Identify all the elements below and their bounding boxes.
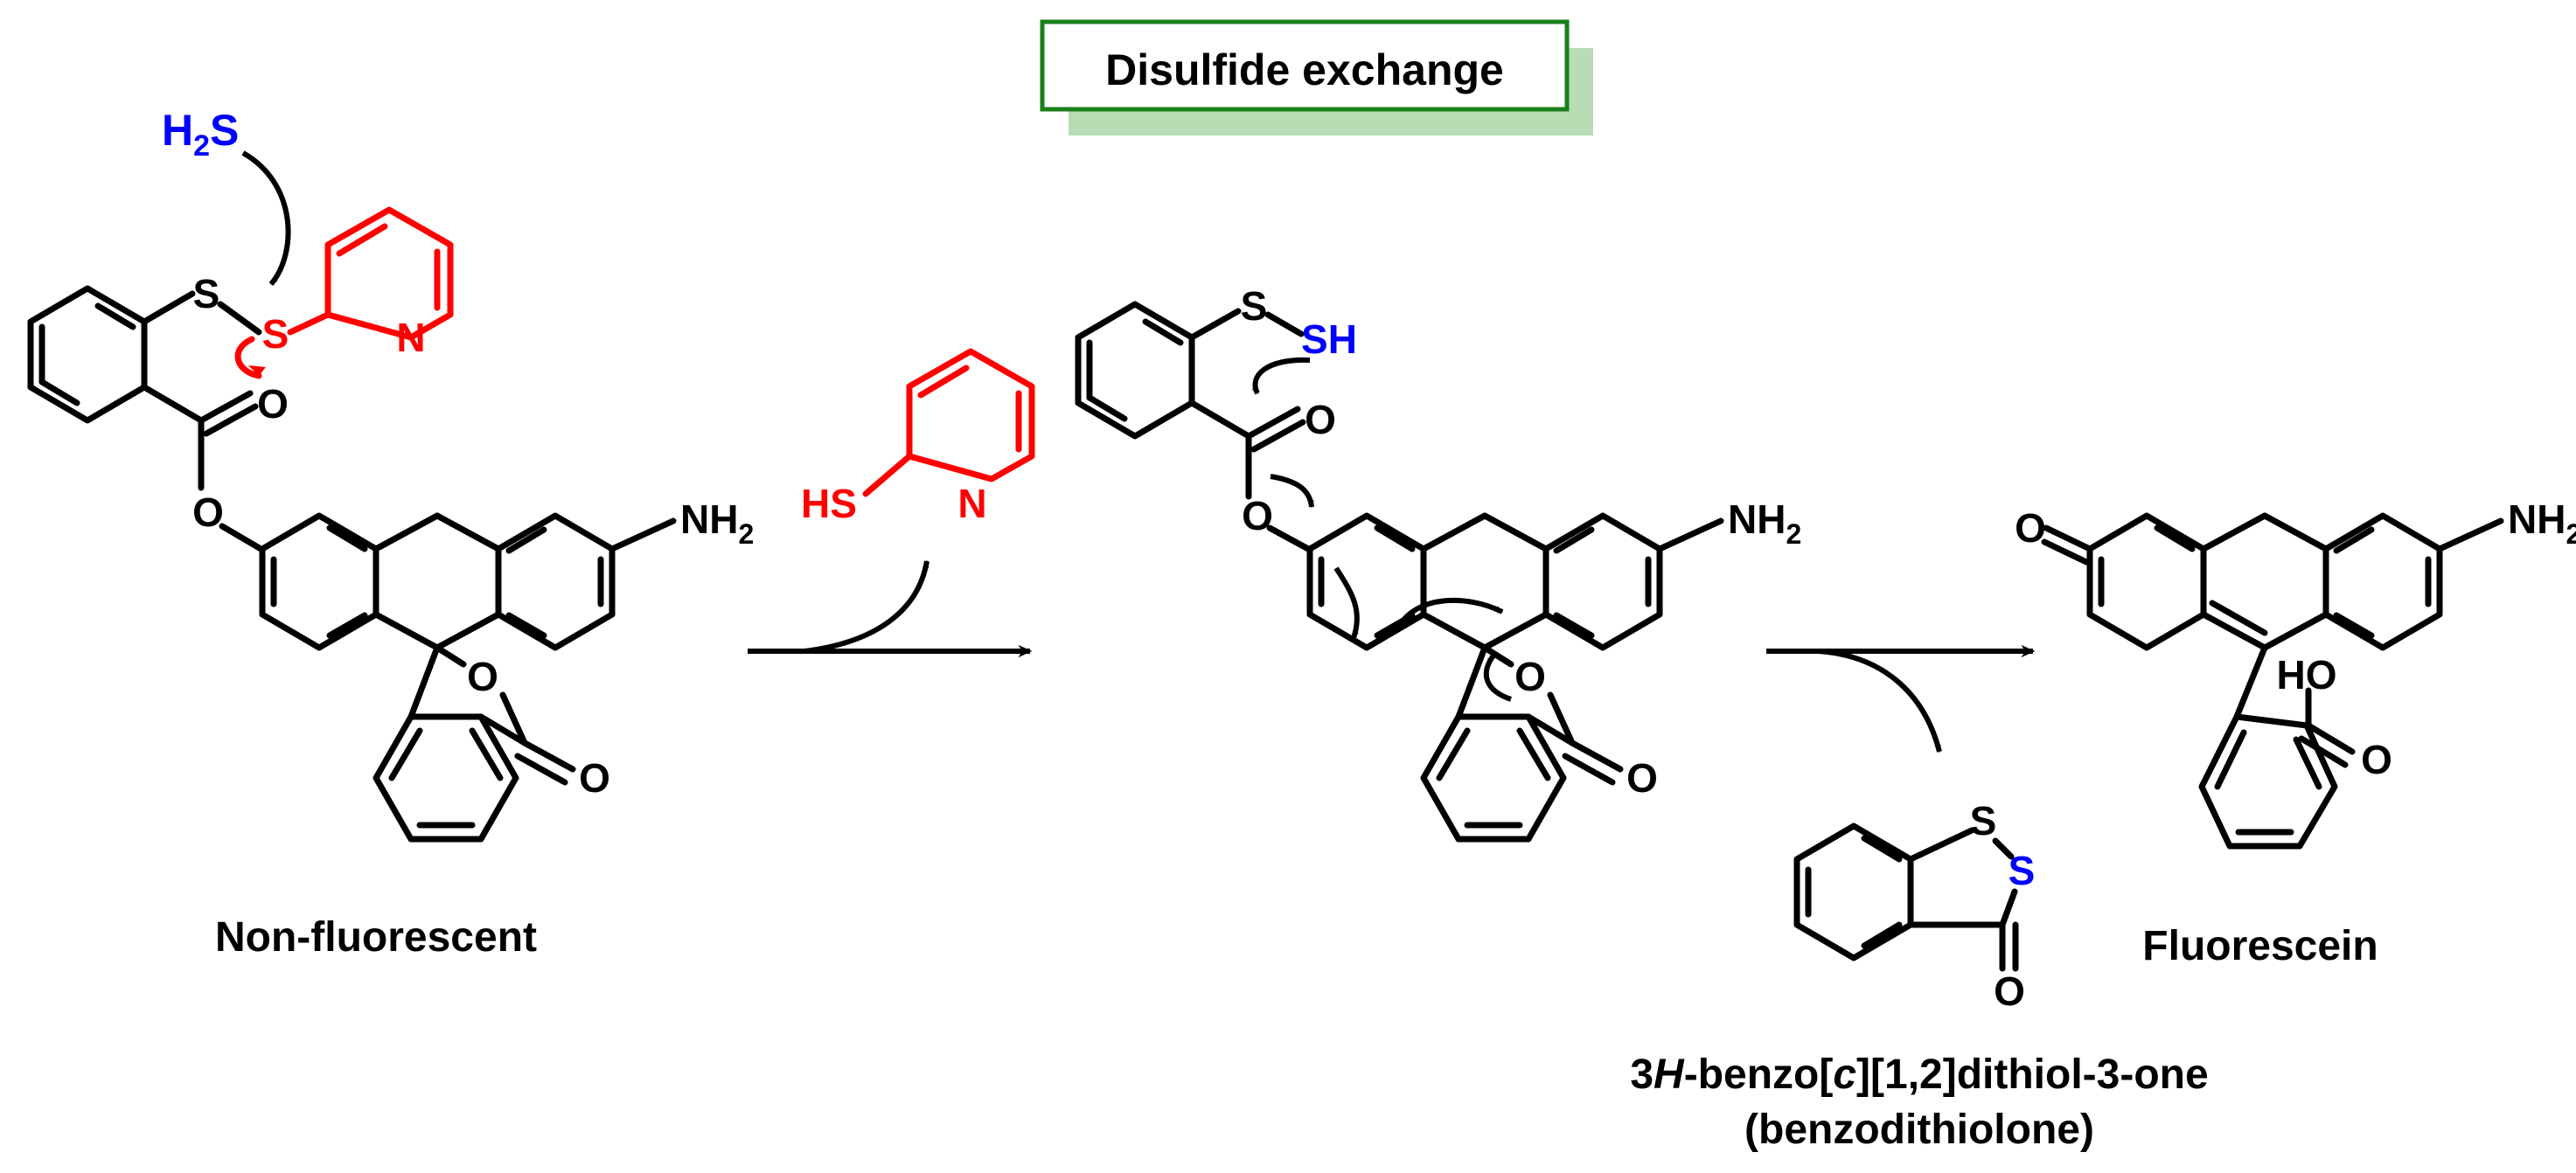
sh-label: SH: [1301, 316, 1357, 362]
pyridyl-ring: [324, 206, 454, 341]
release-arrow: [1818, 649, 1942, 753]
lactone-arrow: [1483, 654, 1513, 702]
h2s-attack-arrow: [241, 150, 291, 286]
caption-fluorescein: Fluorescein: [2142, 923, 2378, 969]
bond-cleave-arrow: [234, 336, 262, 379]
atom-s-red: S: [262, 311, 289, 357]
reaction-arrow-2: S S O 3H-benzo[c][1,2]dithiol-3-one (ben…: [1630, 644, 2209, 1153]
atom-o: O: [1242, 493, 1273, 538]
amine-label: NH2: [1728, 496, 1801, 550]
title-box: Disulfide exchange: [1040, 19, 1593, 135]
atom-o: O: [2361, 737, 2392, 782]
amine-label: NH2: [2508, 496, 2576, 550]
benzoate-ring: [27, 285, 148, 424]
atom-s: S: [193, 271, 220, 316]
ho-label: HO: [2277, 652, 2337, 698]
title-box-frame: [1040, 19, 1570, 112]
right-aromatic-ring: [1542, 512, 1663, 651]
reaction-arrow-1: HS N: [748, 348, 1035, 658]
right-aromatic-ring: [495, 512, 616, 651]
hs-label: HS: [801, 481, 857, 526]
atom-s: S: [1970, 798, 1997, 843]
benzoic-ring: [2198, 713, 2338, 850]
atom-n-red: N: [957, 481, 986, 526]
atom-o: O: [192, 489, 224, 535]
quinone-ring: [2086, 512, 2207, 651]
left-aromatic-ring: [259, 512, 379, 651]
caption-byproduct-common: (benzodithiolone): [1744, 1107, 2094, 1153]
atom-o: O: [2015, 505, 2046, 551]
molecule-fluorescein: O NH2 HO O Fluorescein: [2015, 496, 2576, 969]
mercaptopyridine: HS N: [801, 348, 1035, 526]
benzoate-ring: [1075, 301, 1195, 440]
atom-o: O: [257, 381, 289, 427]
atom-s: S: [1241, 283, 1268, 329]
benzodithiolone: S S O: [1793, 798, 2036, 1014]
right-aromatic-ring: [2322, 512, 2443, 651]
atom-o: O: [1626, 755, 1658, 801]
thiol-attack-arrow: [1251, 357, 1311, 395]
ring-arrow: [1333, 566, 1360, 640]
molecule-non-fluorescent: S S N O O O O NH2 H2S Non-fluorescent: [27, 106, 754, 961]
atom-o: O: [1994, 968, 2025, 1014]
lactone-benzo-ring: [1420, 713, 1567, 843]
lactone-benzo-ring: [372, 713, 519, 843]
atom-o: O: [467, 654, 498, 699]
title-label: Disulfide exchange: [1105, 45, 1504, 94]
caption-byproduct-name: 3H-benzo[c][1,2]dithiol-3-one: [1630, 1052, 2208, 1098]
amine-label: NH2: [680, 496, 754, 550]
left-aromatic-ring: [1306, 512, 1427, 651]
atom-o: O: [1514, 654, 1546, 699]
caption-non-fluorescent: Non-fluorescent: [215, 914, 537, 961]
ester-arrow: [1270, 474, 1314, 509]
release-arrow: [804, 559, 929, 654]
atom-n-red: N: [396, 315, 425, 360]
h2s-label: H2S: [162, 106, 239, 163]
atom-s-blue: S: [2009, 848, 2036, 893]
pi-arrow: [1395, 597, 1504, 631]
molecule-intermediate: S SH O O O O NH2: [1075, 283, 1801, 843]
atom-o: O: [1305, 397, 1336, 442]
atom-o: O: [579, 755, 610, 801]
